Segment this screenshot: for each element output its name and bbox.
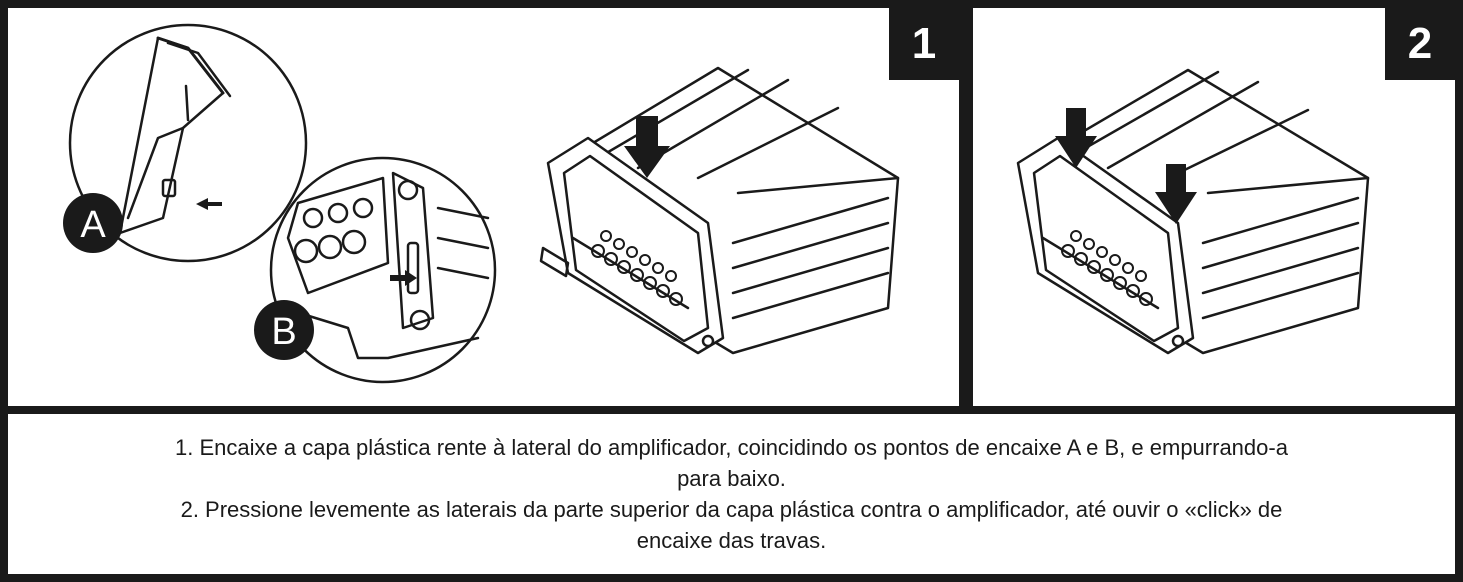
callout-b-label: B	[271, 311, 296, 353]
detail-a-magnifier	[68, 23, 308, 263]
step-2-panel: 2	[973, 8, 1455, 406]
instruction-step-1: 1. Encaixe a capa plástica rente à later…	[175, 435, 1288, 491]
amplifier-step-2	[1016, 68, 1370, 355]
instructions-text: 1. Encaixe a capa plástica rente à later…	[8, 414, 1455, 574]
step-1-panel: A B	[8, 8, 959, 406]
callout-b: B	[254, 300, 314, 360]
step-2-illustration	[1016, 68, 1370, 355]
step-1-number: 1	[911, 19, 937, 68]
panel-divider	[959, 8, 973, 406]
step-2-number-badge: 2	[1385, 8, 1455, 80]
step-2-number: 2	[1407, 19, 1433, 68]
step-1-number-badge: 1	[889, 8, 959, 80]
callout-a-label: A	[80, 204, 106, 246]
amplifier-step-1	[539, 66, 900, 355]
section-divider	[8, 406, 1455, 414]
step-1-illustration: A B	[63, 23, 900, 384]
instruction-step-2: 2. Pressione levemente as laterais da pa…	[180, 497, 1283, 553]
callout-a: A	[63, 193, 123, 253]
detail-b-magnifier	[269, 156, 497, 384]
